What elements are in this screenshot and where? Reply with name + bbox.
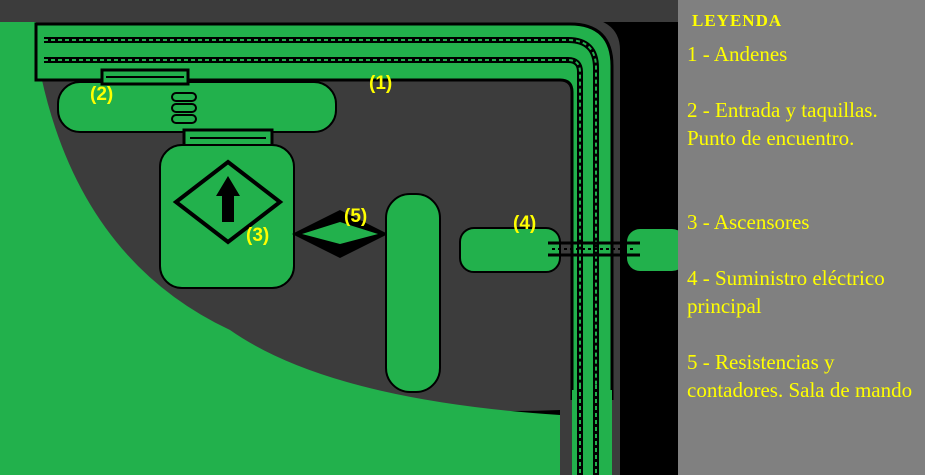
label-elevators: (3)	[246, 225, 270, 246]
legend-title: LEYENDA	[692, 11, 783, 30]
control-room-zone	[385, 193, 441, 393]
legend-item-control-room: 5 - Resistencias y contadores. Sala de m…	[687, 350, 913, 402]
top-dark-strip	[0, 0, 678, 22]
label-platforms: (1)	[369, 73, 393, 94]
legend-item-power-supply: 4 - Suministro eléctrico principal	[687, 266, 885, 318]
green-left-wedge	[0, 22, 560, 475]
station-map	[0, 0, 678, 475]
level-crossing-icon	[548, 241, 640, 257]
label-power-supply: (4)	[513, 213, 537, 234]
label-entrance: (2)	[90, 84, 114, 105]
up-arrow-sign-icon	[172, 159, 284, 245]
power-supply-zone	[459, 227, 561, 273]
label-control-room: (5)	[344, 206, 368, 227]
up-arrow-icon	[216, 176, 240, 222]
legend-item-elevators: 3 - Ascensores	[687, 210, 810, 234]
entrance-stairs	[171, 92, 197, 124]
legend-item-platforms: 1 - Andenes	[687, 42, 788, 66]
platform-band	[34, 22, 614, 475]
legend-panel	[678, 0, 925, 475]
legend-item-entrance: 2 - Entrada y taquillas. Punto de encuen…	[687, 98, 878, 150]
power-supply-zone-right	[625, 227, 678, 273]
